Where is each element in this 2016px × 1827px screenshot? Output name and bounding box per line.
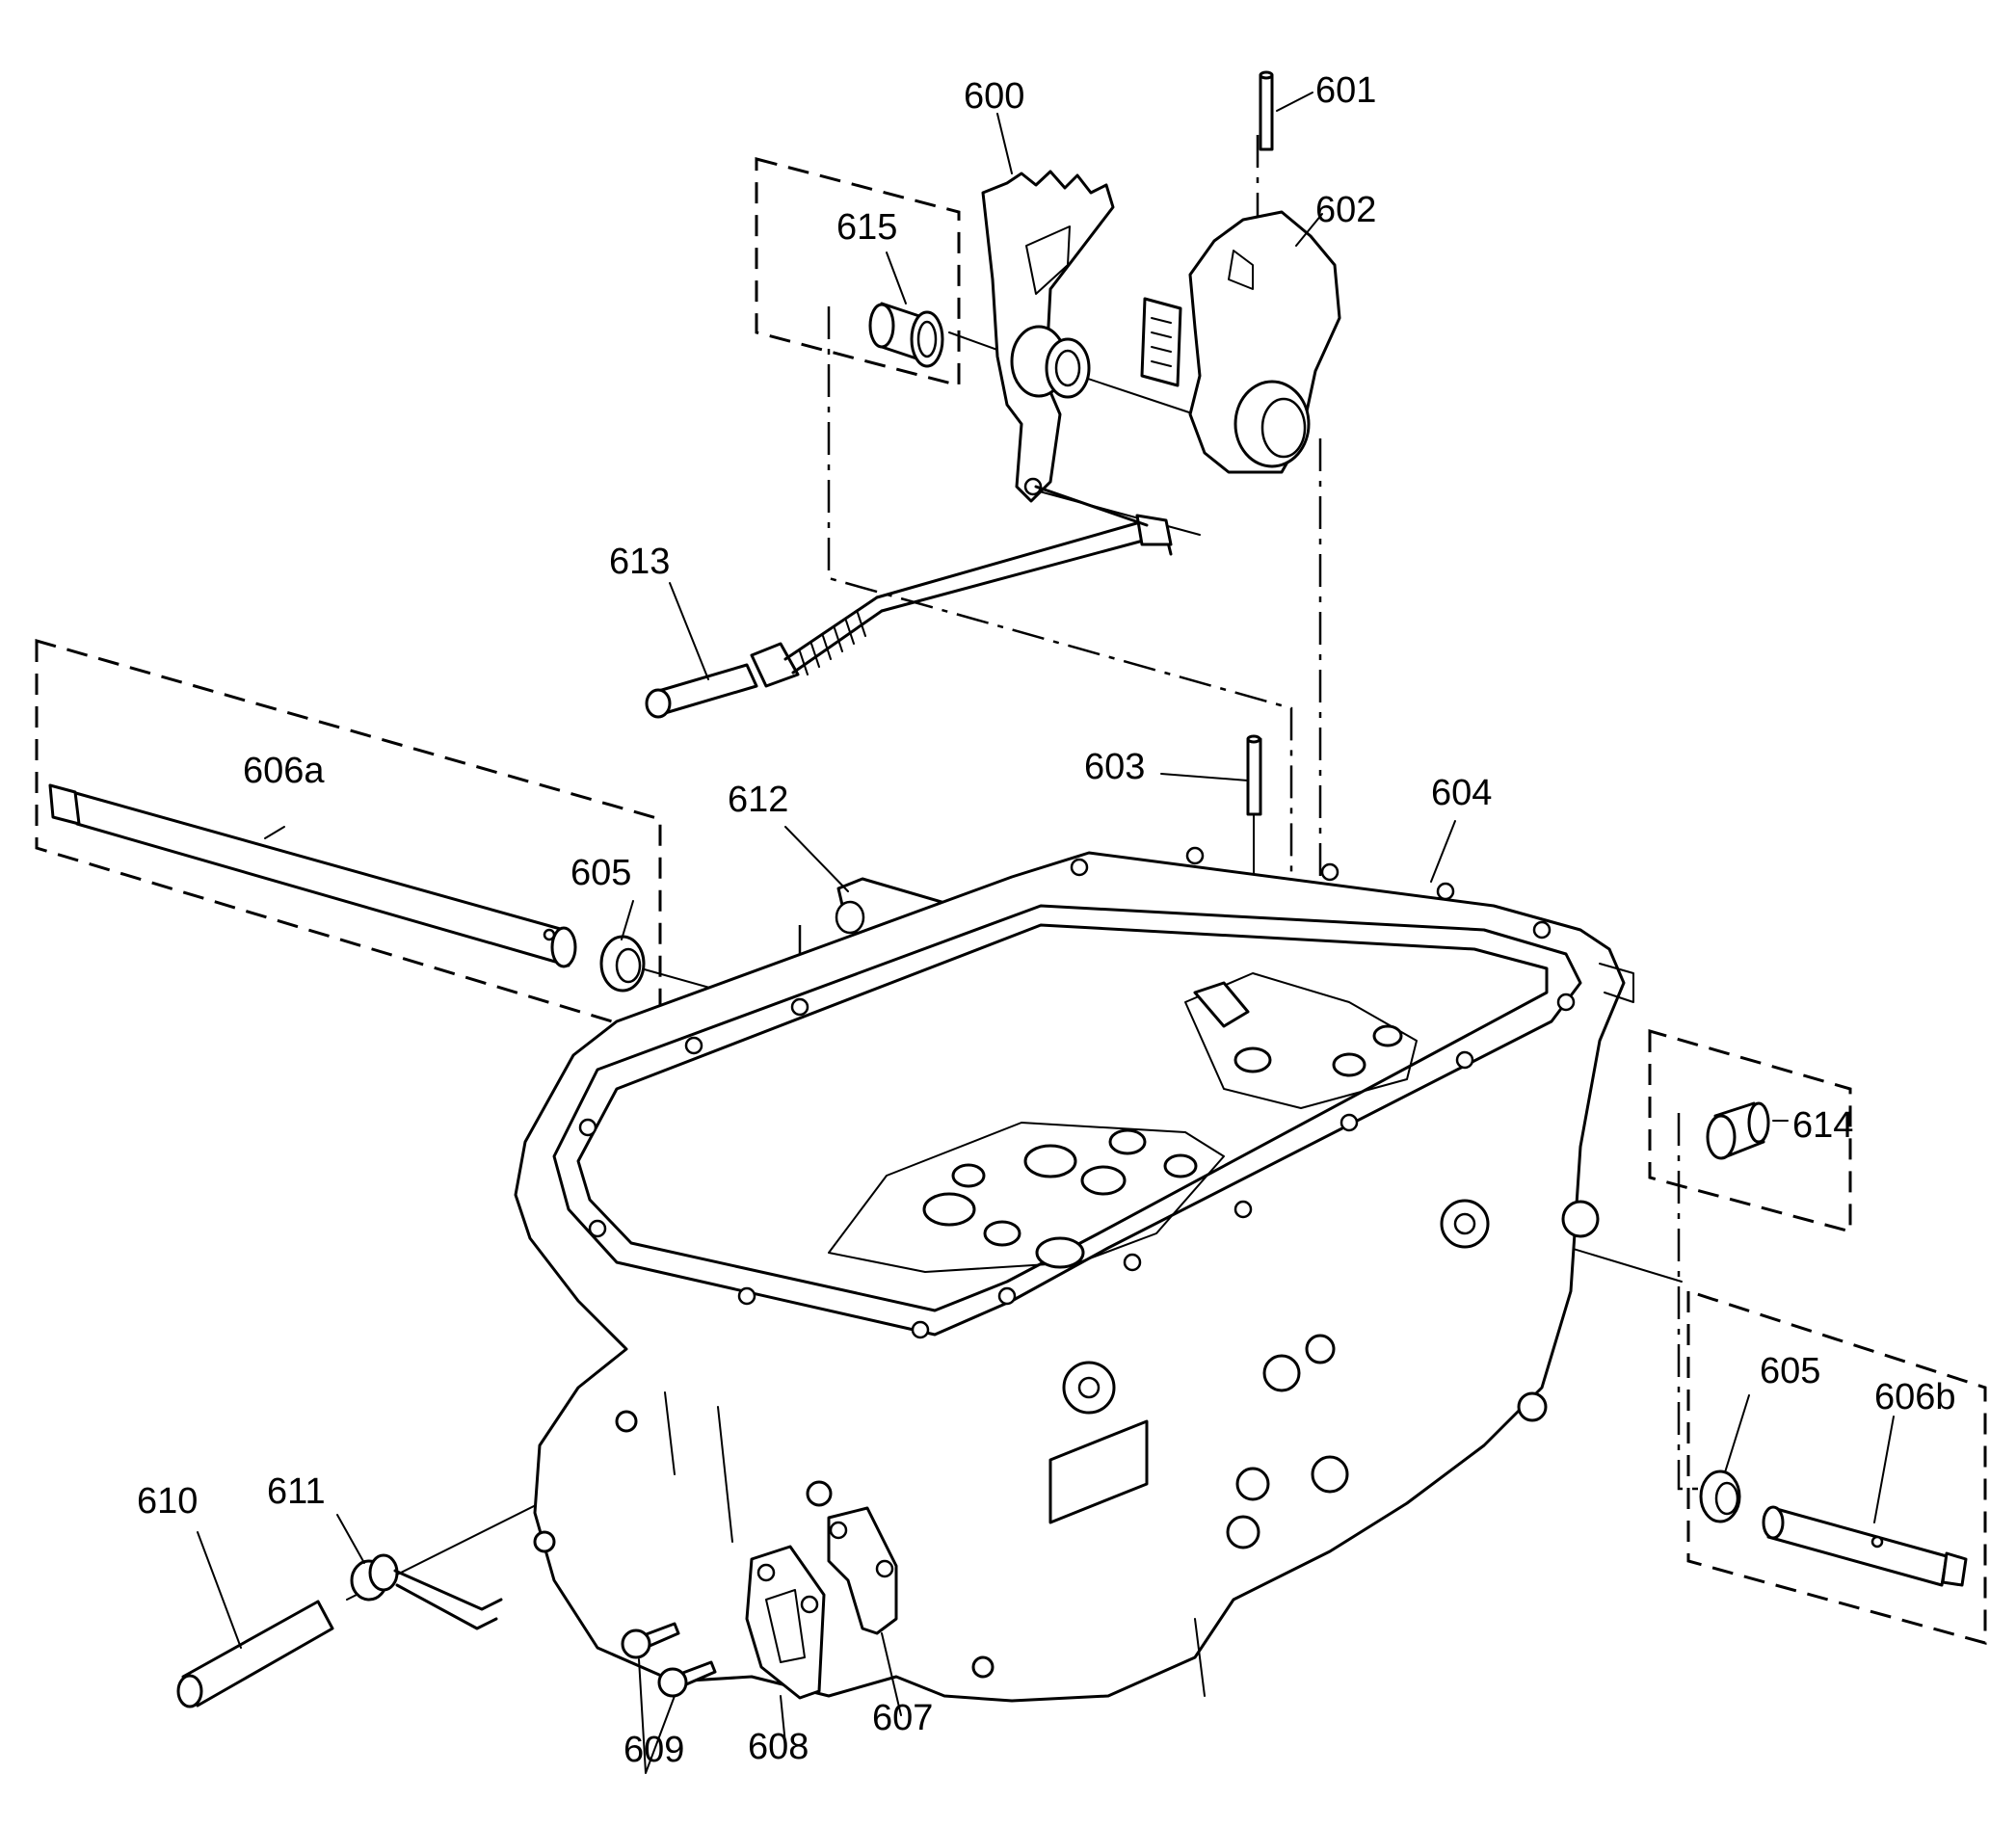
- part-602-position-switch: [1140, 210, 1341, 474]
- case-bosses: [533, 981, 1600, 1679]
- part-609-bolts: [621, 1622, 717, 1698]
- part-610-pin: [176, 1600, 334, 1708]
- callout-609: 609: [623, 1730, 684, 1770]
- group-box-615: [755, 157, 961, 387]
- callout-610: 610: [137, 1481, 198, 1522]
- callout-605-upper: 605: [570, 853, 631, 893]
- callout-603: 603: [1084, 747, 1145, 787]
- callout-614: 614: [1792, 1105, 1853, 1146]
- part-614-bushing: [1706, 1101, 1770, 1160]
- callout-611: 611: [267, 1471, 326, 1512]
- bolt-holes: [578, 846, 1576, 1339]
- part-606b-shaft: [1762, 1505, 1968, 1587]
- callout-605-lower: 605: [1760, 1351, 1820, 1391]
- part-608-cover: [745, 1545, 826, 1700]
- callout-607: 607: [872, 1698, 933, 1738]
- part-615-bushing: [868, 302, 944, 368]
- part-607-gasket: [827, 1506, 898, 1635]
- callout-labels: 600 601 602 603 604 605 605 606a 606b 60…: [137, 70, 1956, 1770]
- callout-leaders: [197, 92, 1895, 1774]
- callout-600: 600: [964, 76, 1024, 117]
- part-606a-shaft: [48, 783, 577, 968]
- callout-602: 602: [1315, 190, 1376, 230]
- callout-601: 601: [1315, 70, 1376, 111]
- part-605-seal-lower: [1699, 1470, 1741, 1523]
- group-box-614: [1648, 1029, 1852, 1233]
- callout-604: 604: [1431, 773, 1492, 813]
- callout-612: 612: [728, 780, 788, 820]
- callout-606b: 606b: [1874, 1377, 1956, 1417]
- part-604-case: [514, 846, 1634, 1703]
- part-611-spring: [350, 1553, 503, 1630]
- callout-606a: 606a: [243, 751, 325, 791]
- part-601-pin: [1259, 70, 1274, 151]
- part-613-manual-rod: [645, 485, 1173, 719]
- callout-615: 615: [836, 207, 897, 248]
- callout-613: 613: [609, 542, 670, 582]
- part-600-detent-lever: [981, 170, 1115, 503]
- callout-608: 608: [748, 1727, 809, 1767]
- group-box-606b: [1686, 1288, 1987, 1645]
- valve-body: [828, 972, 1418, 1273]
- part-605-seal-upper: [599, 935, 646, 993]
